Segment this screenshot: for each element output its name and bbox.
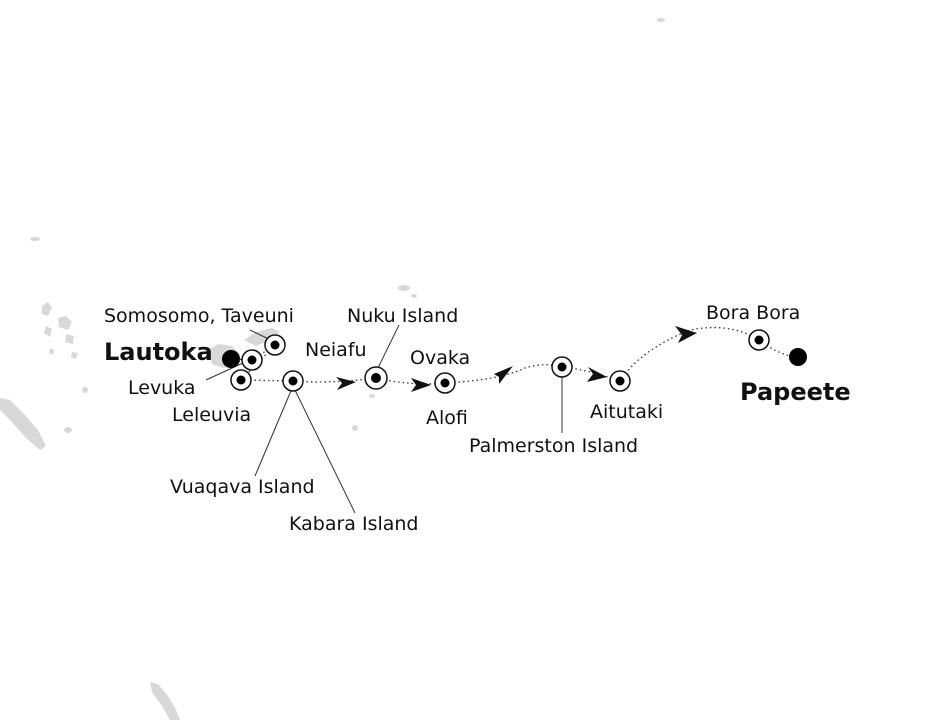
island-new-caledonia (0, 398, 46, 450)
leader-line (375, 324, 400, 373)
stop-label-leleuvia: Leleuvia (172, 404, 252, 426)
stop-markers (222, 329, 807, 394)
arrow-icon (587, 367, 607, 382)
arrow-icon (411, 378, 431, 392)
stop-label-somosomo: Somosomo, Taveuni (104, 305, 294, 327)
stop-label-bora-bora: Bora Bora (706, 302, 801, 324)
stop-marker-ovaka-alofi (434, 372, 456, 394)
island (369, 394, 375, 398)
route-segment (444, 364, 563, 384)
stop-marker-levuka (241, 349, 263, 371)
stop-label-kabara: Kabara Island (289, 513, 419, 535)
stop-marker-somosomo (264, 334, 286, 356)
direction-arrows (336, 326, 697, 392)
island (30, 237, 40, 241)
stop-label-nuku: Nuku Island (347, 305, 459, 327)
island-vanua-levu (244, 328, 280, 346)
island (64, 427, 72, 433)
stop-marker-neiafu-nuku (364, 366, 388, 390)
stop-marker-vuaqava-kabara (282, 370, 304, 392)
stop-marker-bora-bora (748, 329, 770, 351)
port-marker-papeete (789, 348, 807, 366)
island (82, 387, 88, 393)
stop-label-levuka: Levuka (128, 377, 196, 399)
stop-label-neiafu: Neiafu (305, 339, 367, 361)
arrow-icon (675, 326, 697, 343)
arrow-icon (494, 366, 513, 384)
island-south (150, 682, 180, 720)
island-group-west (42, 302, 78, 359)
end-port-label: Papeete (740, 378, 851, 406)
island (398, 285, 410, 291)
island (352, 425, 358, 431)
leader-line (292, 385, 356, 514)
leader-line (254, 385, 294, 477)
route-segment (292, 377, 377, 383)
island (657, 18, 665, 22)
stop-marker-leleuvia (230, 369, 252, 391)
stop-marker-palmerston (551, 356, 573, 378)
stop-label-alofi: Alofi (426, 407, 468, 429)
stop-label-ovaka: Ovaka (410, 347, 471, 369)
stop-label-palmerston: Palmerston Island (469, 435, 639, 457)
start-port-label: Lautoka (104, 338, 213, 366)
port-marker-lautoka (222, 350, 240, 368)
stop-label-aitutaki: Aitutaki (590, 401, 664, 423)
island (411, 294, 417, 298)
arrow-icon (336, 377, 356, 390)
stop-marker-aitutaki (609, 370, 631, 392)
stop-label-vuaqava: Vuaqava Island (170, 476, 315, 498)
route-segment (758, 339, 799, 358)
